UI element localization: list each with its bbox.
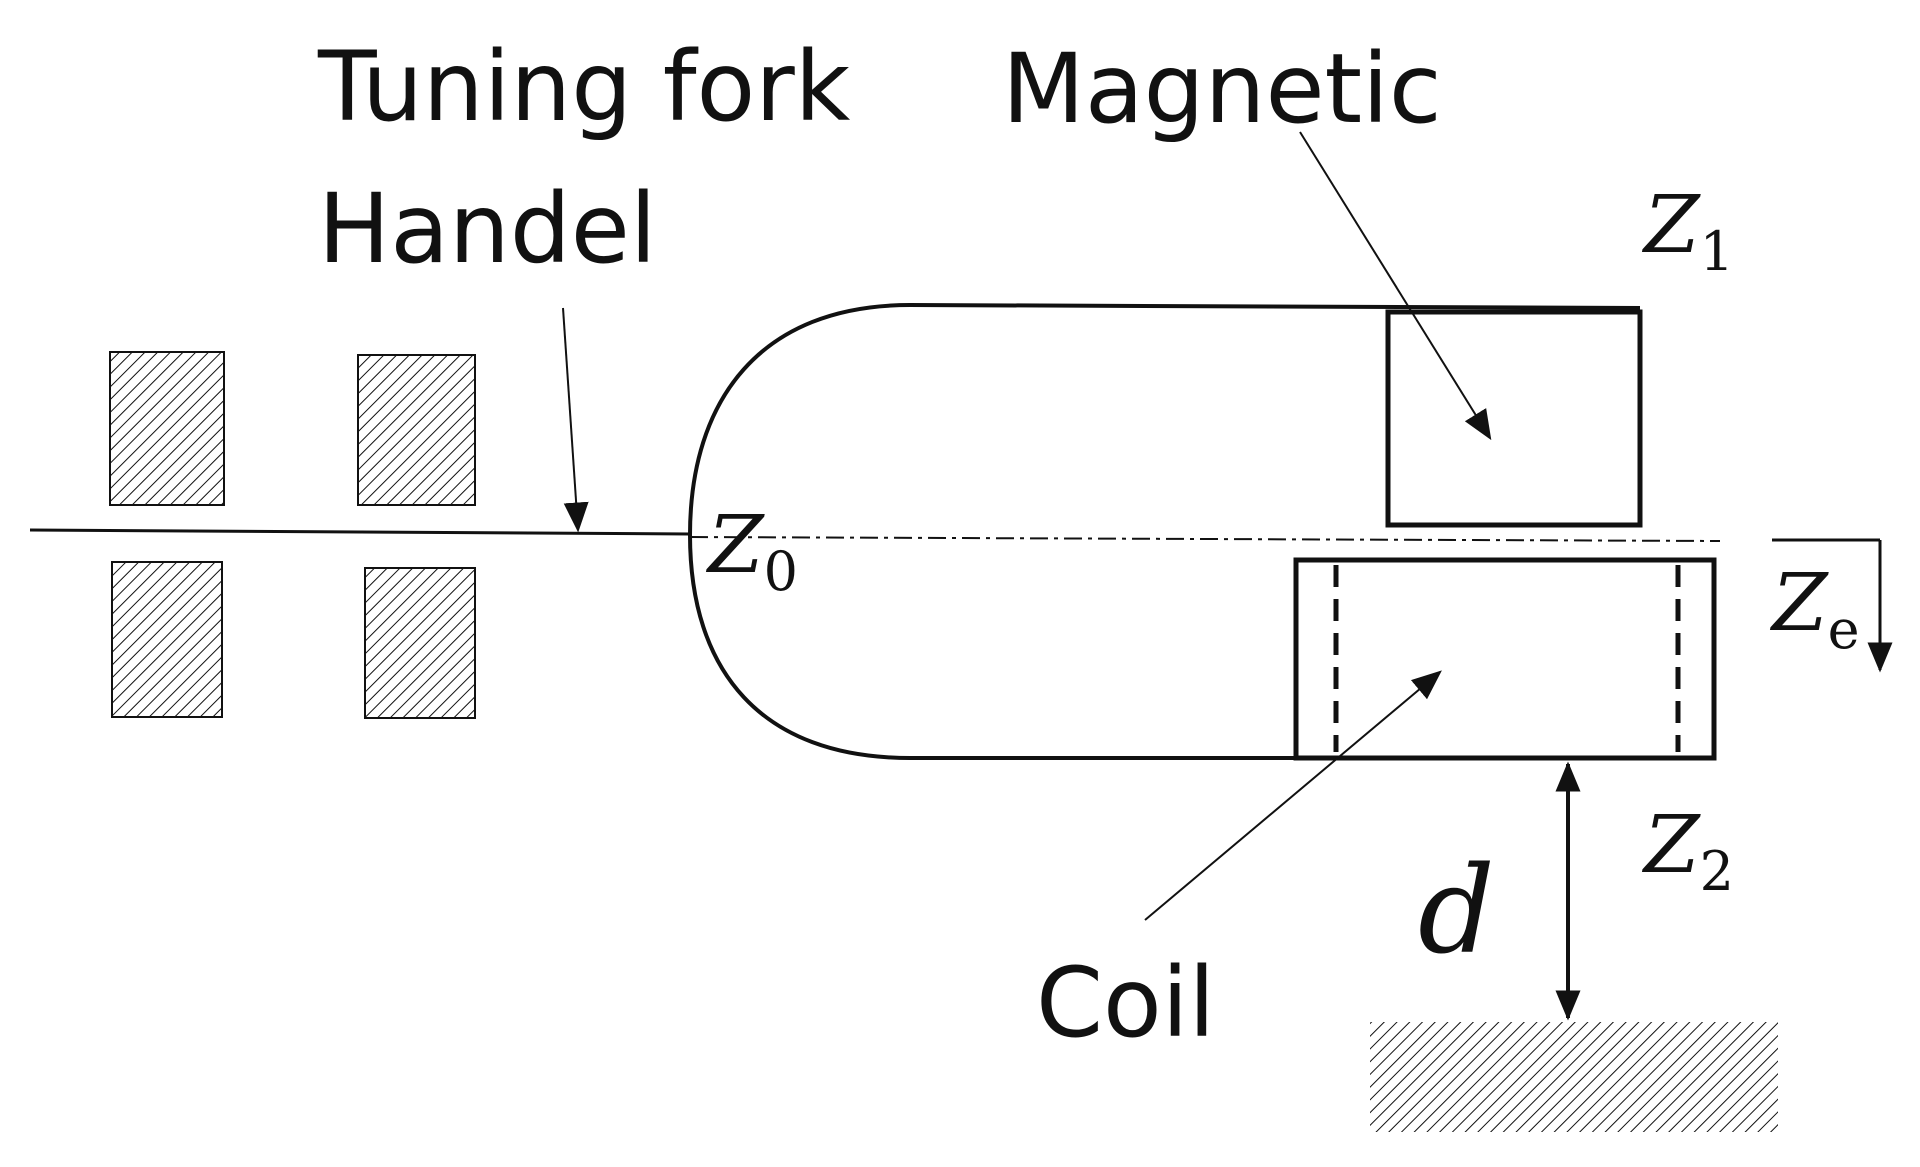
symbol-ze: Ze [1769, 556, 1860, 661]
handle-line [29, 528, 691, 536]
tuning-fork-body [687, 302, 1660, 760]
symbol-z1-sub: 1 [1700, 220, 1734, 283]
coil-pointer-arrow [1144, 670, 1442, 921]
symbol-z1: Z1 [1641, 178, 1734, 283]
label-tuning-fork: Tuning fork [317, 31, 851, 143]
symbol-d: d [1418, 842, 1495, 981]
symbol-ze-base: Z [1769, 556, 1829, 649]
label-magnetic: Magnetic [1002, 33, 1442, 145]
symbol-z2-sub: 2 [1700, 840, 1734, 903]
ground-surface [1370, 1022, 1778, 1132]
handel-pointer-arrow [562, 307, 589, 533]
support-block-top-right [357, 354, 476, 506]
symbol-z2: Z2 [1641, 798, 1734, 903]
support-block-bottom-left [111, 561, 223, 718]
support-block-top-left [109, 351, 225, 506]
symbol-z2-base: Z [1641, 798, 1701, 891]
magnet-block [1385, 309, 1643, 528]
symbol-z0: Z0 [705, 498, 798, 603]
symbol-ze-sub: e [1828, 598, 1860, 661]
magnetic-pointer-arrow [1299, 131, 1492, 441]
symbol-z1-base: Z [1641, 178, 1701, 271]
center-axis [689, 536, 1721, 542]
label-coil: Coil [1036, 947, 1215, 1059]
symbol-z0-sub: 0 [764, 540, 798, 603]
symbol-z0-base: Z [705, 498, 765, 591]
coil-block [1293, 557, 1717, 761]
support-block-bottom-right [364, 567, 476, 719]
label-handel: Handel [318, 173, 657, 285]
